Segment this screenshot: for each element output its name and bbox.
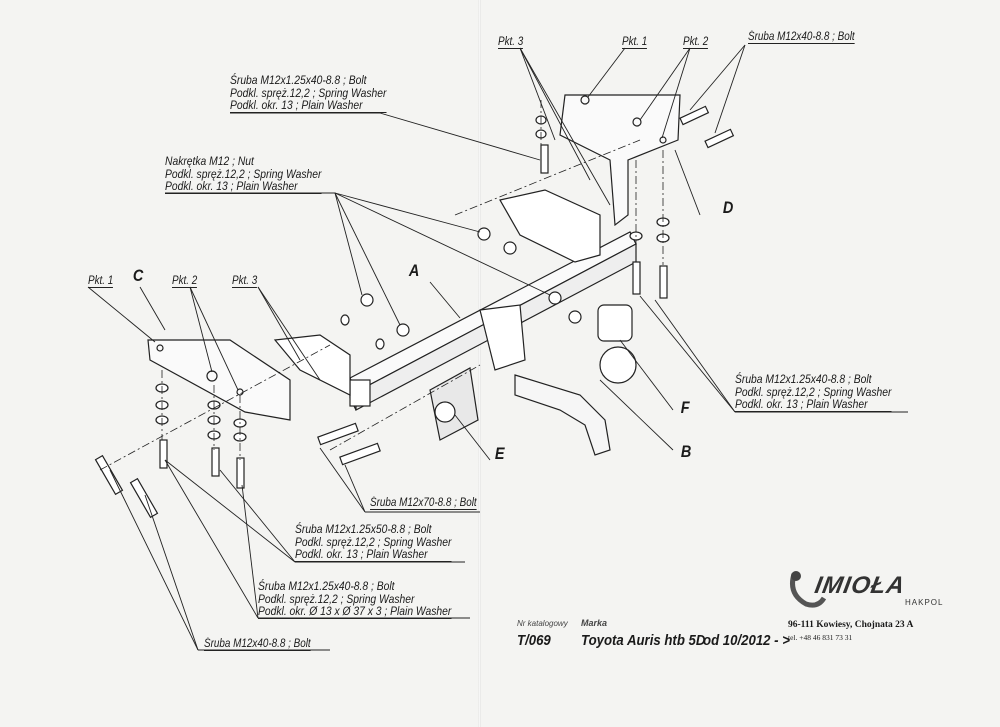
bolts bbox=[94, 105, 735, 519]
parts-top-left: Śruba M12x1.25x40-8.8 ; Bolt Podkl. sprę… bbox=[230, 73, 387, 113]
assembly-axes bbox=[99, 100, 664, 471]
label-top-bolt: Śruba M12x40-8.8 ; Bolt bbox=[748, 31, 855, 44]
part-line: Podkl. okr. 13 ; Plain Washer bbox=[165, 179, 298, 193]
parts-m12x50: Śruba M12x1.25x50-8.8 ; Bolt Podkl. sprę… bbox=[295, 522, 452, 562]
label-bolt-m12x40: Śruba M12x40-8.8 ; Bolt bbox=[204, 638, 311, 651]
part-line: Podkl. okr. 13 ; Plain Washer bbox=[295, 547, 428, 561]
bracket-right bbox=[499, 94, 681, 263]
part-line: Śruba M12x1.25x50-8.8 ; Bolt bbox=[295, 522, 432, 536]
part-line: Śruba M12x1.25x40-8.8 ; Bolt bbox=[230, 73, 367, 87]
part-line: Śruba M12x1.25x40-8.8 ; Bolt bbox=[258, 579, 395, 593]
part-line: Podkl. spręż.12,2 ; Spring Washer bbox=[165, 166, 322, 181]
label-top-pkt2: Pkt. 2 bbox=[683, 36, 709, 49]
vehicle-model: Toyota Auris htb 5D bbox=[581, 632, 706, 649]
tow-ball bbox=[479, 304, 637, 456]
model-year-from: od 10/2012 - > bbox=[703, 632, 790, 649]
part-line: Podkl. okr. 13 ; Plain Washer bbox=[735, 397, 868, 411]
leader-lines bbox=[87, 44, 908, 651]
part-line: Podkl. spręż.12,2 ; Spring Washer bbox=[295, 534, 452, 549]
part-line: Podkl. spręż.12,2 ; Spring Washer bbox=[258, 591, 415, 606]
part-line: Podkl. spręż.12,2 ; Spring Washer bbox=[735, 384, 892, 399]
socket-plate bbox=[429, 367, 479, 441]
parts-nut: Nakrętka M12 ; Nut Podkl. spręż.12,2 ; S… bbox=[165, 154, 322, 194]
parts-m12x40-plain: Śruba M12x1.25x40-8.8 ; Bolt Podkl. sprę… bbox=[258, 579, 452, 619]
make-label: Marka bbox=[581, 618, 608, 628]
logo-name: IMIOŁA bbox=[812, 572, 908, 599]
letter-f: F bbox=[680, 398, 690, 417]
part-line: Nakrętka M12 ; Nut bbox=[165, 154, 254, 168]
paper-fold bbox=[478, 0, 481, 727]
letter-e: E bbox=[494, 444, 505, 463]
label-top-pkt3: Pkt. 3 bbox=[498, 36, 524, 49]
label-left-pkt2: Pkt. 2 bbox=[172, 275, 198, 288]
parts-right: Śruba M12x1.25x40-8.8 ; Bolt Podkl. sprę… bbox=[735, 372, 892, 412]
company-address: 96-111 Kowiesy, Chojnata 23 A bbox=[788, 620, 914, 630]
part-line: Podkl. spręż.12,2 ; Spring Washer bbox=[230, 85, 387, 100]
part-line: Podkl. okr. Ø 13 x Ø 37 x 3 ; Plain Wash… bbox=[258, 604, 452, 618]
label-top-pkt1: Pkt. 1 bbox=[622, 36, 648, 49]
letter-a: A bbox=[408, 261, 420, 280]
logo-sub: HAKPOL bbox=[905, 598, 944, 607]
imiola-logo-mark bbox=[790, 571, 826, 608]
part-line: Podkl. okr. 13 ; Plain Washer bbox=[230, 98, 363, 112]
bracket-left bbox=[147, 334, 351, 421]
label-left-pkt1: Pkt. 1 bbox=[88, 275, 114, 288]
letter-c: C bbox=[132, 266, 144, 285]
letter-d: D bbox=[722, 198, 734, 217]
label-left-pkt3: Pkt. 3 bbox=[232, 275, 258, 288]
catalog-label: Nr katalogowy bbox=[517, 619, 568, 628]
letter-b: B bbox=[680, 442, 692, 461]
catalog-number: T/069 bbox=[517, 632, 551, 649]
company-phone: tel. +48 46 831 73 31 bbox=[788, 633, 853, 642]
label-bolt-m12x70: Śruba M12x70-8.8 ; Bolt bbox=[370, 497, 477, 510]
part-line: Śruba M12x1.25x40-8.8 ; Bolt bbox=[735, 372, 872, 386]
